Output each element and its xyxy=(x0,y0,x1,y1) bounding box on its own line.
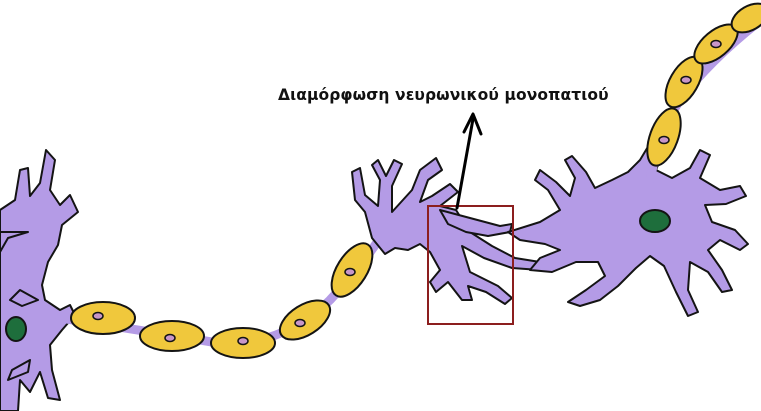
myelin-segment xyxy=(140,321,204,351)
schwann-nucleus xyxy=(345,269,355,276)
left-neuron xyxy=(0,150,380,411)
schwann-nucleus xyxy=(295,320,305,327)
right-neuron-body-dendrites xyxy=(508,140,748,316)
pointer-arrow xyxy=(457,114,481,208)
schwann-nucleus xyxy=(659,137,669,144)
schwann-nucleus xyxy=(711,41,721,48)
schwann-nucleus xyxy=(681,77,691,84)
right-neuron xyxy=(508,20,761,316)
myelin-segment xyxy=(71,302,135,334)
right-myelin-sheath xyxy=(641,0,761,170)
schwann-nucleus xyxy=(93,313,103,320)
schwann-nucleus xyxy=(165,335,175,342)
schwann-nucleus xyxy=(238,338,248,345)
diagram-caption: Διαμόρφωση νευρωνικού μονοπατιού xyxy=(278,86,609,104)
myelin-segment xyxy=(211,328,275,358)
left-neuron-nucleus xyxy=(6,317,26,341)
right-neuron-nucleus xyxy=(640,210,670,232)
